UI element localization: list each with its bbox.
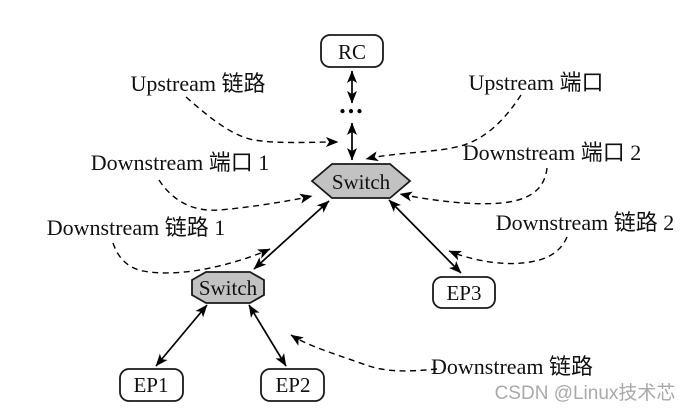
node-ep1 bbox=[119, 368, 184, 402]
node-ep1-label: EP1 bbox=[133, 373, 168, 397]
leader-downstream-port-1 bbox=[158, 179, 313, 211]
link-switch-upper-ep3 bbox=[388, 199, 462, 274]
node-switch-lower-label: Switch bbox=[199, 276, 258, 300]
link-switch-lower-ep2 bbox=[248, 304, 287, 367]
leader-upstream-port bbox=[365, 94, 522, 162]
link-switch-upper-switch-lower bbox=[253, 200, 330, 270]
csdn-watermark: CSDN @Linux技术芯 bbox=[495, 382, 676, 404]
node-rc bbox=[320, 34, 384, 68]
node-switch-lower bbox=[191, 271, 265, 304]
callout-downstream-port-2-label: Downstream 端口 2 bbox=[463, 140, 641, 165]
ellipsis-more-levels: ... bbox=[339, 90, 365, 119]
callout-downstream-link-2-label: Downstream 链路 2 bbox=[496, 210, 674, 235]
callout-downstream-port-1-label: Downstream 端口 1 bbox=[91, 150, 269, 175]
callout-downstream-link-1-label: Downstream 链路 1 bbox=[47, 215, 225, 240]
leader-downstream-link-2 bbox=[448, 236, 568, 265]
leader-downstream-port-2 bbox=[399, 167, 548, 205]
leader-downstream-link bbox=[290, 334, 438, 372]
node-ep3 bbox=[432, 276, 496, 309]
callout-downstream-link-label: Downstream 链路 bbox=[431, 354, 593, 379]
link-switch-lower-ep1 bbox=[155, 304, 208, 367]
callout-upstream-link-label: Upstream 链路 bbox=[130, 71, 265, 96]
node-switch-upper bbox=[310, 163, 412, 199]
node-ep2-label: EP2 bbox=[275, 373, 310, 397]
node-switch-upper-label: Switch bbox=[332, 170, 391, 194]
leader-upstream-link bbox=[185, 96, 339, 148]
callout-upstream-port-label: Upstream 端口 bbox=[468, 70, 603, 95]
leader-downstream-link-1 bbox=[112, 242, 271, 274]
node-ep2 bbox=[260, 368, 325, 402]
node-rc-label: RC bbox=[338, 40, 366, 64]
node-ep3-label: EP3 bbox=[446, 281, 481, 305]
